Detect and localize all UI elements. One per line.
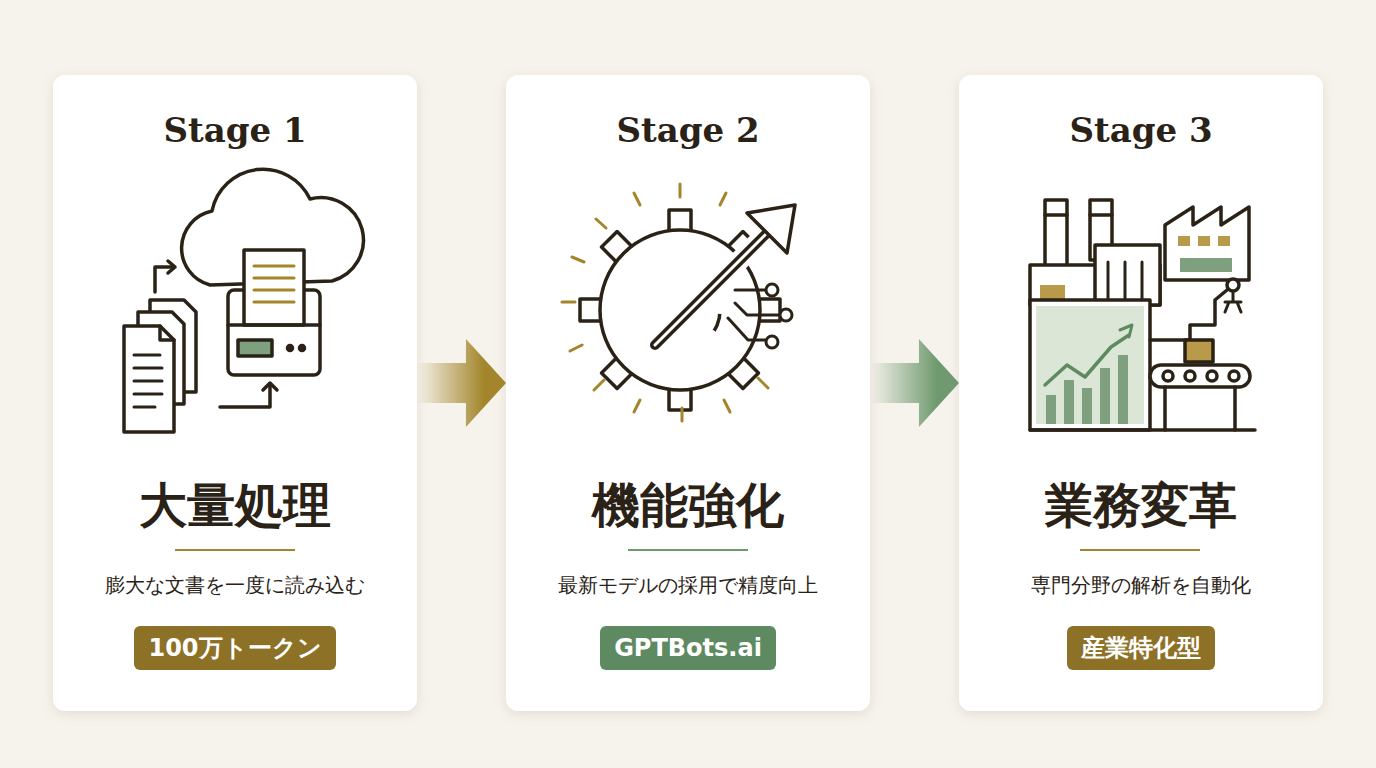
stage-card: Stage 3 業務変革専門分野の解析を自動化産業特化型 (959, 75, 1323, 711)
factory-icon (1030, 200, 1255, 430)
badge-text: 産業特化型 (1081, 634, 1201, 662)
gear-arrow-icon (562, 184, 795, 421)
tag-badge: 100万トークン (134, 626, 335, 670)
stage-description: 専門分野の解析を自動化 (971, 570, 1311, 600)
stage-label: Stage 1 (163, 100, 306, 160)
badge-text: 100万トークン (148, 634, 321, 662)
stage-card: Stage 1 大量処理膨大な文書を一度に読み込む 100万トークン (53, 75, 417, 711)
stage-title: 大量処理 (65, 473, 405, 537)
tag-badge: GPTBots.ai (600, 626, 776, 670)
stage-title: 機能強化 (518, 473, 858, 537)
card-backgrounds (53, 75, 1323, 711)
document-cloud-icon (124, 169, 363, 432)
stage-card: Stage 2 機能強化最新モデルの採用で精度向上 GPTBots.ai (506, 75, 870, 711)
tag-badge: 産業特化型 (1067, 626, 1215, 670)
flow-arrow (417, 339, 506, 427)
stage-description: 膨大な文書を一度に読み込む (65, 570, 405, 600)
stage-description: 最新モデルの採用で精度向上 (518, 570, 858, 600)
badge-text: GPTBots.ai (614, 634, 762, 662)
flow-arrow (870, 339, 959, 427)
stage-title: 業務変革 (971, 473, 1311, 537)
stage-label: Stage 3 (1069, 100, 1212, 160)
stage-label: Stage 2 (616, 100, 759, 160)
underlines (175, 549, 1200, 551)
